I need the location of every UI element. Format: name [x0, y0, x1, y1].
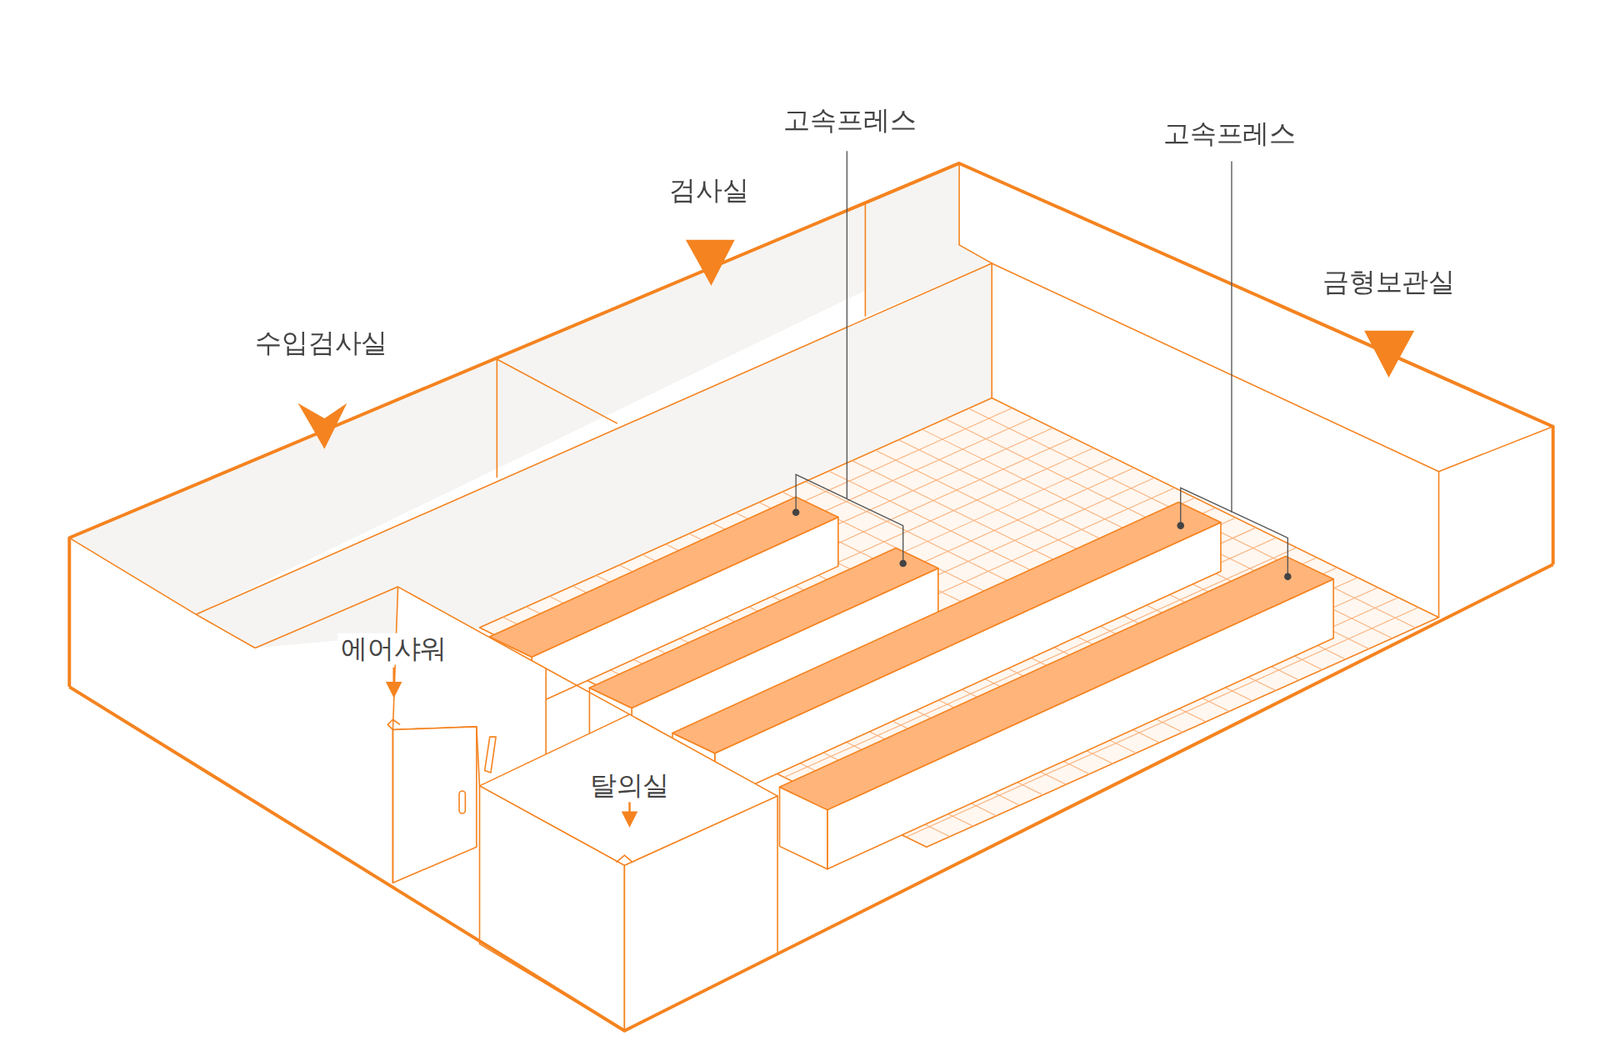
area-label: 검사실	[669, 175, 750, 207]
area-label: 금형보관실	[1322, 266, 1455, 299]
area-label: 탈의실	[586, 770, 673, 802]
area-label: 고속프레스	[1163, 117, 1296, 150]
press-side	[827, 579, 1334, 870]
press-top	[780, 555, 1335, 810]
area-label: 수입검사실	[255, 326, 388, 359]
area-label: 고속프레스	[783, 104, 916, 136]
area-label: 에어샤워	[337, 633, 450, 665]
